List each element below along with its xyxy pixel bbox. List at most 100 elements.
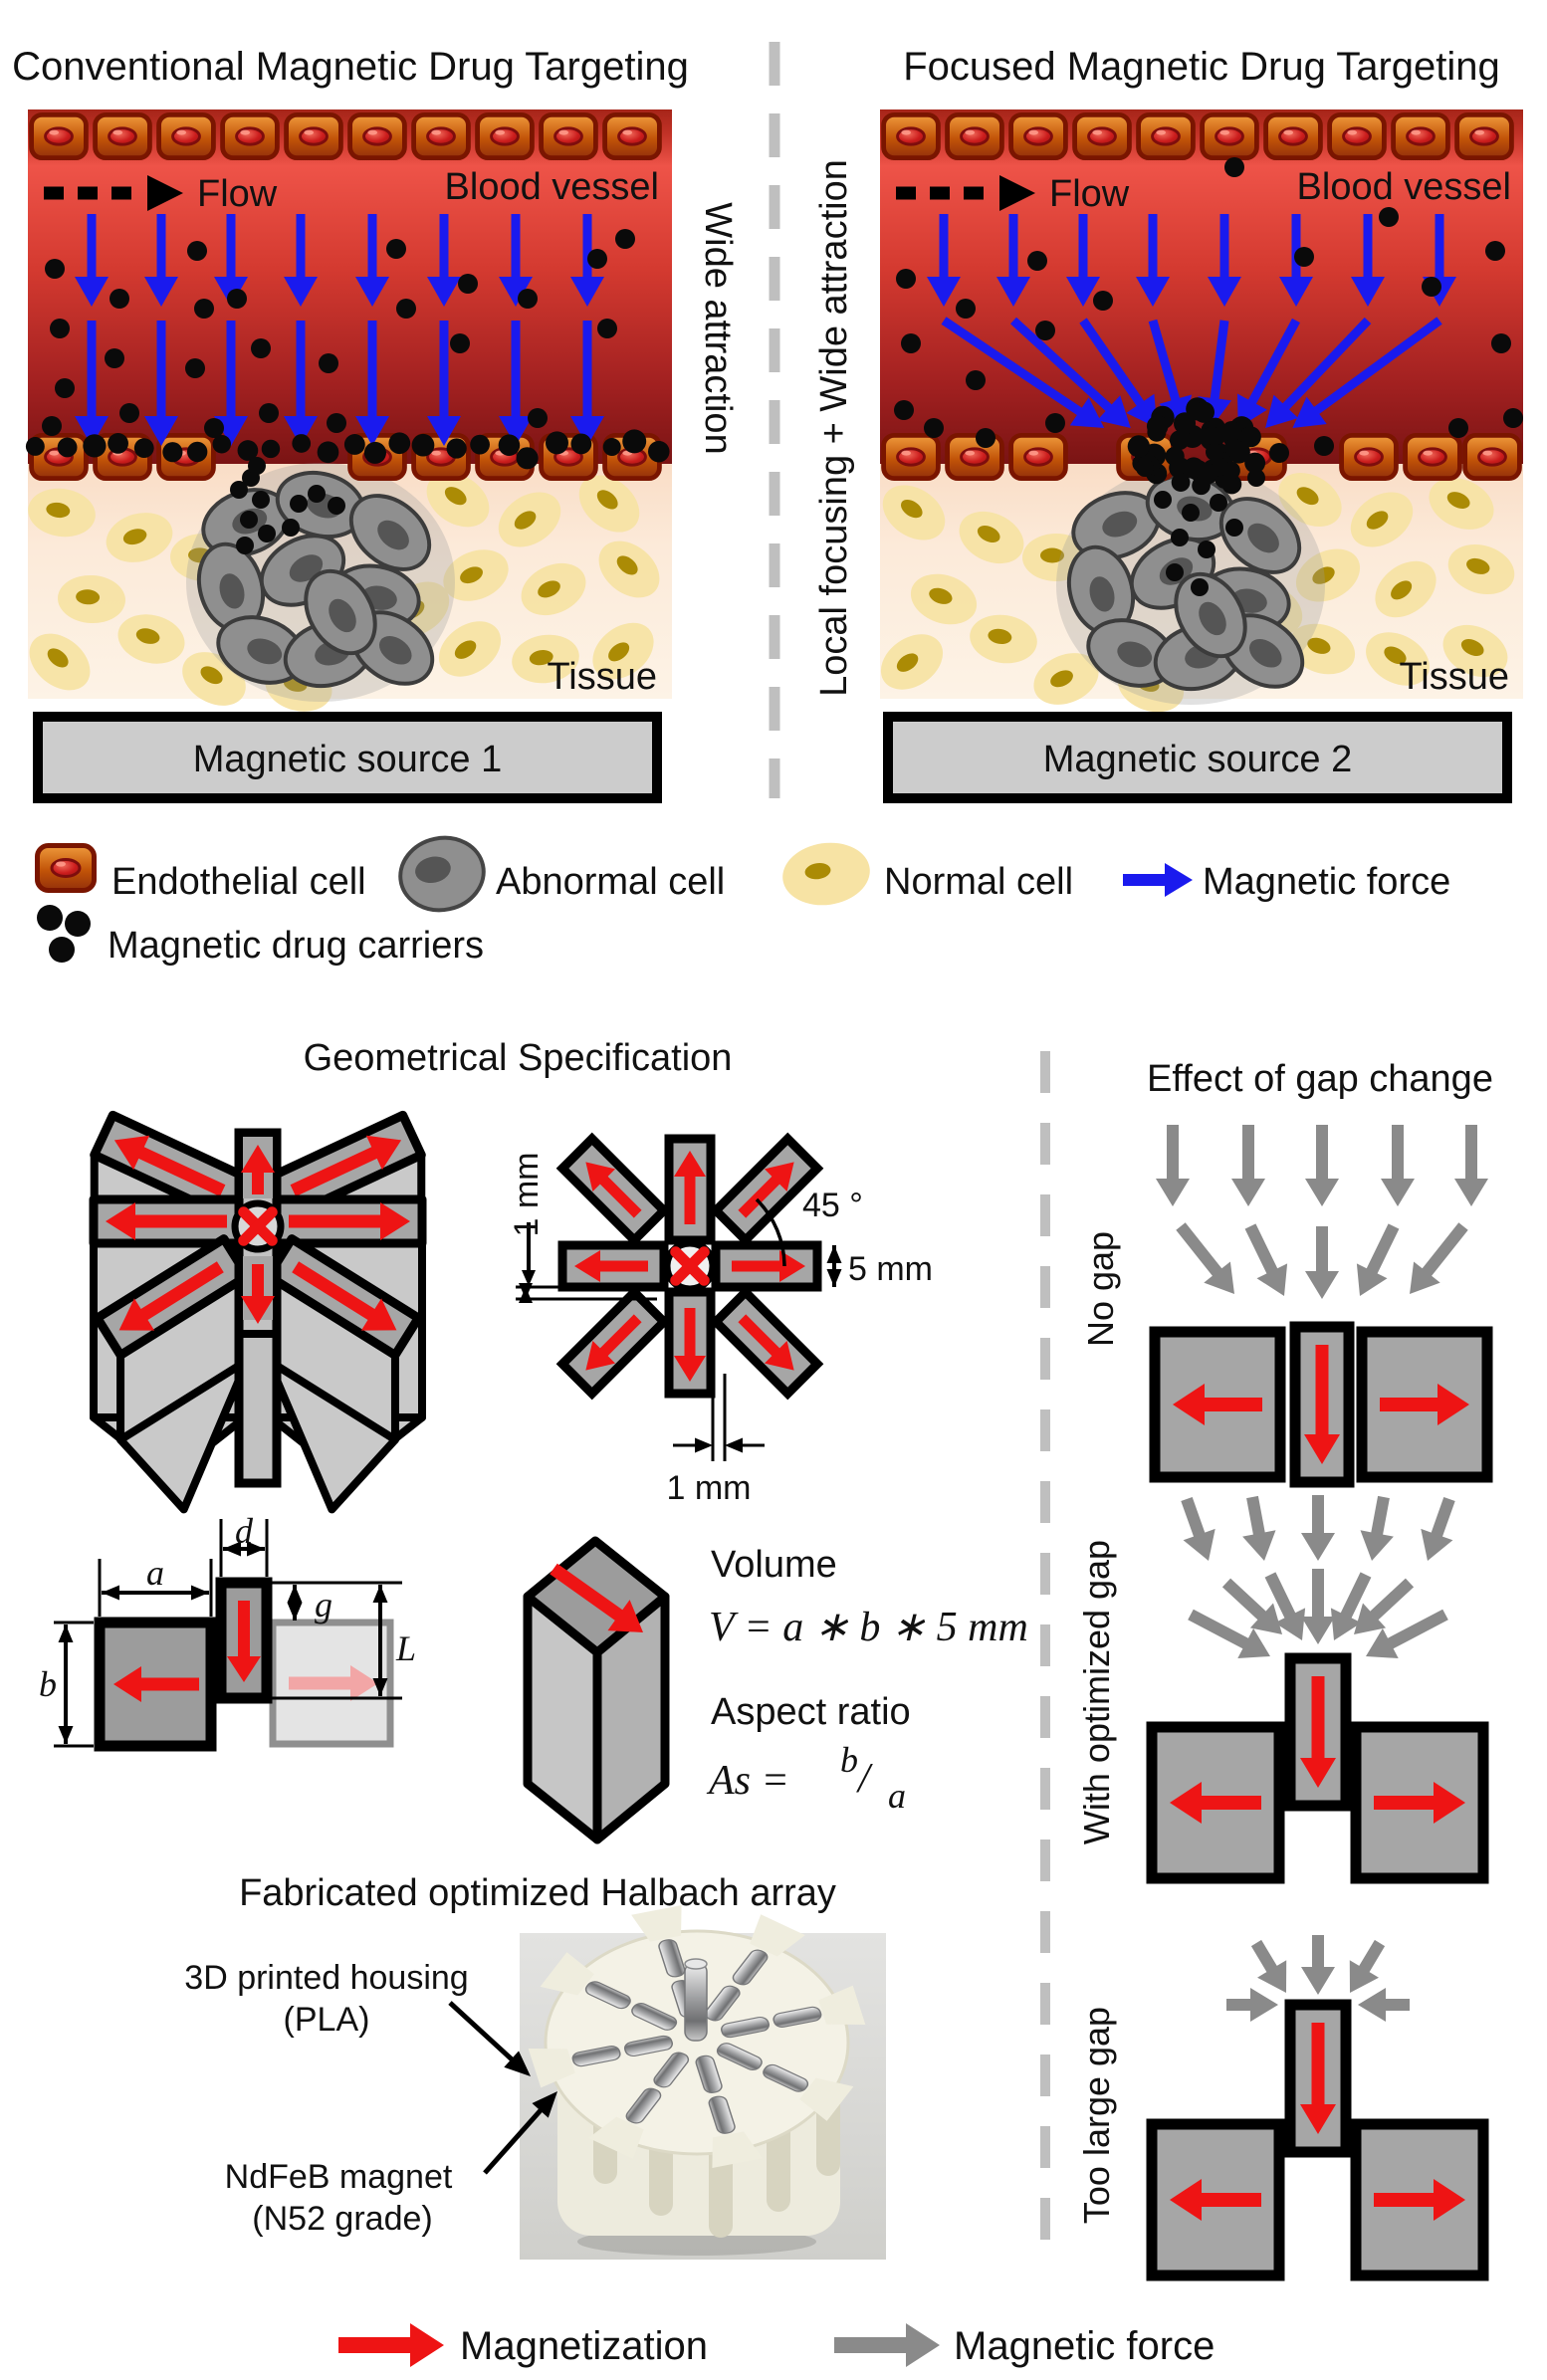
aspect-ratio-label: Aspect ratio: [711, 1691, 911, 1733]
arrowhead: [725, 1437, 743, 1453]
drug-carrier-dot: [386, 239, 406, 259]
gray-force-arrow: [1301, 1495, 1335, 1561]
normal-cell-icon-shape: [782, 842, 870, 906]
flow-arrow-icon: [44, 175, 183, 211]
normal-cell-nucleus: [977, 526, 1000, 542]
gray-force-arrow: [1244, 1223, 1288, 1296]
aspect-formula-denominator: a: [888, 1776, 906, 1816]
normal-cell-nucleus: [1366, 511, 1389, 530]
ndfeb-magnet-rod: [658, 1939, 686, 1978]
normal-cell-nucleus: [1296, 487, 1319, 506]
endothelial-cell: [350, 114, 405, 157]
drug-carrier-dot: [108, 433, 128, 454]
endothelial-cell: [223, 114, 278, 157]
magnetization-arrow: [1170, 2179, 1261, 2221]
normal-cell-nucleus: [514, 511, 537, 530]
normal-cell-nucleus: [538, 580, 560, 598]
halbach-array-3d-view: [89, 1110, 427, 1514]
arrowhead: [372, 1678, 388, 1696]
magnetization-arrow: [585, 1162, 642, 1218]
drug-carrier-dot: [251, 338, 271, 358]
normal-cell: [438, 621, 502, 677]
magnetization-arrow: [732, 1250, 805, 1282]
endothelial-cell: [884, 435, 939, 478]
arrowhead: [287, 1585, 303, 1603]
drug-carrier-dot: [236, 537, 254, 554]
endothelial-cell: [1394, 114, 1448, 157]
magnet-callout-line: [483, 2098, 552, 2175]
drug-carrier-dot: [290, 495, 308, 513]
endothelial-cell: [605, 114, 660, 157]
drug-carrier-dot: [212, 434, 231, 454]
normal-cell: [578, 475, 640, 533]
endothelial-cell: [1342, 435, 1397, 478]
star-magnet: [555, 1285, 671, 1401]
drug-carrier-dot: [49, 937, 75, 963]
drug-carrier-dot: [133, 438, 154, 459]
magnetic-force-arrow-icon: [834, 2323, 940, 2367]
magnetic-source-label: Magnetic source 2: [1043, 739, 1353, 780]
drug-carrier-dot: [516, 447, 539, 470]
gap-effect-column: Effect of gap change No gap With optimiz…: [1076, 1058, 1493, 2281]
drug-carrier-dot: [240, 511, 258, 529]
drug-carrier-dot: [57, 437, 78, 458]
normal-cell: [598, 541, 660, 598]
normal-cell: [910, 573, 978, 625]
center-rod-top: [684, 1958, 708, 1970]
arrowhead: [223, 1541, 241, 1557]
blue-arrow: [570, 214, 604, 307]
drug-carrier-dot: [258, 525, 276, 542]
drug-carrier-dot: [411, 433, 435, 457]
drug-carrier-dots-right: [894, 157, 1523, 596]
endothelial-cell: [884, 114, 939, 157]
abnormal-cell-nucleus: [1247, 523, 1279, 553]
housing-fin: [799, 2077, 854, 2121]
endothelial-cell: [1457, 114, 1512, 157]
legend-endothelial-label: Endothelial cell: [111, 861, 366, 903]
arrowhead: [519, 1283, 533, 1299]
abnormal-cell-icon: [398, 835, 486, 913]
gray-force-arrow: [1156, 1125, 1190, 1206]
blue-arrow: [355, 321, 389, 446]
drug-carrier-dot: [237, 440, 259, 461]
blood-vessel-label: Blood vessel: [445, 166, 659, 208]
abnormal-cell-cluster-right: [1056, 466, 1325, 705]
magnetization-arrow: [113, 1135, 226, 1196]
drug-carrier-dot: [1182, 504, 1200, 522]
magnetic-force-label: Magnetic force: [954, 2324, 1215, 2368]
drug-carrier-dot: [546, 431, 568, 455]
endothelial-cell-icon: [38, 846, 95, 891]
abnormal-cell: [1174, 571, 1247, 659]
abnormal-cell-nucleus: [1102, 511, 1138, 538]
drug-carrier-dot: [227, 289, 247, 309]
drug-carrier-dot: [1379, 207, 1399, 227]
drug-carrier-dot: [602, 438, 621, 457]
magnetization-arrow: [674, 1151, 706, 1224]
arrowhead: [58, 1726, 74, 1744]
drug-carrier-dot: [25, 437, 45, 456]
drug-carrier-dot: [1166, 563, 1184, 581]
magnetization-arrow: [674, 1308, 706, 1382]
normal-cell: [1278, 472, 1342, 528]
normal-cell: [117, 614, 185, 664]
halbach-array-top-view: [516, 1132, 842, 1461]
blue-arrow: [1136, 214, 1170, 307]
normal-cell-nucleus: [896, 653, 919, 672]
drug-carrier-dot: [50, 319, 70, 338]
normal-cell: [58, 574, 125, 624]
normal-cell-nucleus: [1391, 580, 1413, 600]
halbach-array-photo: [520, 1904, 886, 2260]
normal-cell: [498, 492, 561, 547]
normal-icon-nucleus: [804, 863, 831, 880]
drug-carrier-dot: [1193, 401, 1216, 423]
normal-cell: [1429, 478, 1494, 530]
panel-title: Focused Magnetic Drug Targeting: [903, 45, 1500, 89]
normal-cells-right: [880, 472, 1515, 713]
drug-carrier-dot: [110, 289, 129, 309]
drug-carrier-dot: [55, 378, 75, 398]
drug-carrier-dot: [388, 432, 411, 455]
drug-carrier-dot: [187, 241, 207, 261]
blue-arrow: [355, 214, 389, 307]
normal-cell: [521, 562, 586, 616]
